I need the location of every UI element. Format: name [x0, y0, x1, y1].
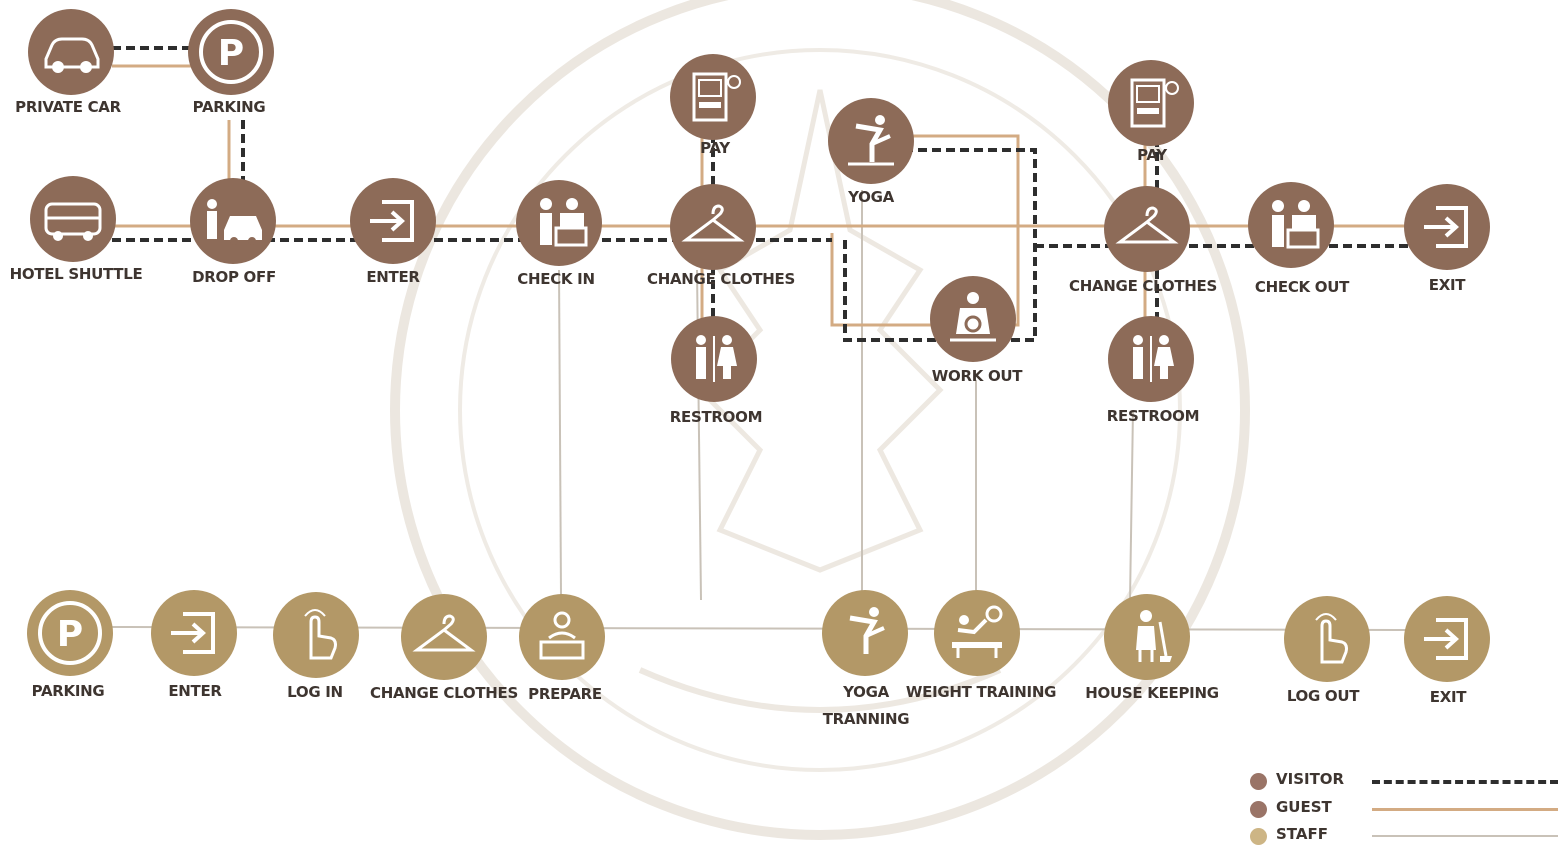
svg-text:P: P [218, 33, 244, 74]
hanger-icon [412, 614, 476, 652]
visitor-lines [112, 46, 1410, 342]
weight-training-icon [952, 605, 1003, 658]
touch-icon [304, 609, 337, 660]
work-out-node [930, 276, 1016, 362]
legend-guest-label: GUEST [1276, 798, 1332, 816]
vending-machine-icon [1130, 78, 1179, 128]
hanger-icon [681, 204, 745, 242]
check-in-label: CHECK IN [517, 270, 595, 288]
svg-text:P: P [57, 614, 83, 655]
private-car-label: PRIVATE CAR [15, 98, 121, 116]
yoga-icon [849, 607, 885, 654]
staff-parking-node: P [27, 590, 113, 676]
drop-off-icon [207, 199, 262, 245]
enter-icon [171, 612, 215, 654]
staff-weight-training-label: WEIGHT TRAINING [905, 683, 1057, 701]
staff-parking-label: PARKING [31, 682, 105, 700]
change-clothes-2-node [1104, 186, 1190, 272]
restroom-2-label: RESTROOM [1106, 407, 1200, 425]
restroom-icon [696, 335, 737, 382]
visitor-dot [1250, 773, 1267, 790]
guest-dot [1250, 801, 1267, 818]
exit-icon [1424, 206, 1468, 248]
reception-icon [540, 198, 588, 247]
staff-log-out-node [1284, 596, 1370, 682]
yoga-node [828, 98, 914, 184]
staff-house-keeping-node [1104, 594, 1190, 680]
restroom-icon [1133, 335, 1174, 382]
legend-visitor-label: VISITOR [1276, 770, 1345, 788]
restroom-1-label: RESTROOM [669, 408, 763, 426]
staff-yoga-label-line1: YOGA [843, 683, 889, 701]
yoga-icon [848, 115, 894, 166]
staff-log-in-node [273, 592, 359, 678]
staff-yoga-node [822, 590, 908, 676]
change-clothes-1-node [670, 184, 756, 270]
legend-staff: STAFF [1250, 825, 1558, 847]
staff-log-in-label: LOG IN [287, 683, 343, 701]
workout-icon [950, 292, 996, 342]
bus-icon [44, 202, 102, 241]
cleaning-icon [1136, 610, 1172, 662]
legend-guest: GUEST [1250, 798, 1558, 820]
drop-off-label: DROP OFF [192, 268, 276, 286]
change-clothes-1-label: CHANGE CLOTHES [647, 270, 795, 288]
visitor-line-sample [1372, 780, 1558, 784]
pay-1-label: PAY [700, 139, 730, 157]
staff-change-clothes-label: CHANGE CLOTHES [370, 684, 518, 702]
exit-icon [1424, 618, 1468, 660]
staff-house-keeping-label: HOUSE KEEPING [1085, 684, 1219, 702]
staff-exit-label: EXIT [1429, 688, 1467, 706]
reception-icon [1272, 200, 1320, 249]
check-out-label: CHECK OUT [1254, 278, 1350, 296]
hotel-shuttle-node [30, 176, 116, 262]
hanger-icon [1115, 206, 1179, 244]
staff-prepare-label: PREPARE [528, 685, 602, 703]
enter-label: ENTER [366, 268, 420, 286]
check-in-node [516, 180, 602, 266]
staff-exit-node [1404, 596, 1490, 682]
hotel-shuttle-label: HOTEL SHUTTLE [9, 265, 143, 283]
enter-icon [370, 200, 414, 242]
yoga-label: YOGA [848, 188, 894, 206]
restroom-1-node [671, 316, 757, 402]
pay-1-node [670, 54, 756, 140]
guest-line-sample [1372, 808, 1558, 811]
check-out-node [1248, 182, 1334, 268]
pay-2-label: PAY [1137, 146, 1167, 164]
staff-enter-label: ENTER [168, 682, 222, 700]
staff-prepare-node [519, 594, 605, 680]
restroom-2-node [1108, 316, 1194, 402]
vending-machine-icon [692, 72, 741, 122]
private-car-node [28, 9, 114, 95]
pay-2-node [1108, 60, 1194, 146]
staff-line-sample [1372, 835, 1558, 837]
legend-staff-label: STAFF [1276, 825, 1328, 843]
work-out-label: WORK OUT [931, 367, 1023, 385]
enter-node [350, 178, 436, 264]
change-clothes-2-label: CHANGE CLOTHES [1069, 277, 1217, 295]
touch-icon [1315, 613, 1348, 664]
staff-enter-node [151, 590, 237, 676]
parking-node: P [188, 9, 274, 95]
staff-yoga-label-line2: TRANNING [822, 710, 910, 728]
parking-icon: P [199, 20, 263, 84]
drop-off-node [190, 178, 276, 264]
exit-label: EXIT [1428, 276, 1466, 294]
parking-label: PARKING [192, 98, 266, 116]
car-icon [44, 37, 100, 73]
desk-icon [539, 611, 585, 660]
legend-visitor: VISITOR [1250, 770, 1558, 792]
staff-weight-training-node [934, 590, 1020, 676]
parking-icon: P [38, 601, 102, 665]
staff-change-clothes-node [401, 594, 487, 680]
staff-dot [1250, 828, 1267, 845]
seal-watermark [390, 0, 1250, 840]
exit-node [1404, 184, 1490, 270]
staff-log-out-label: LOG OUT [1286, 687, 1360, 705]
